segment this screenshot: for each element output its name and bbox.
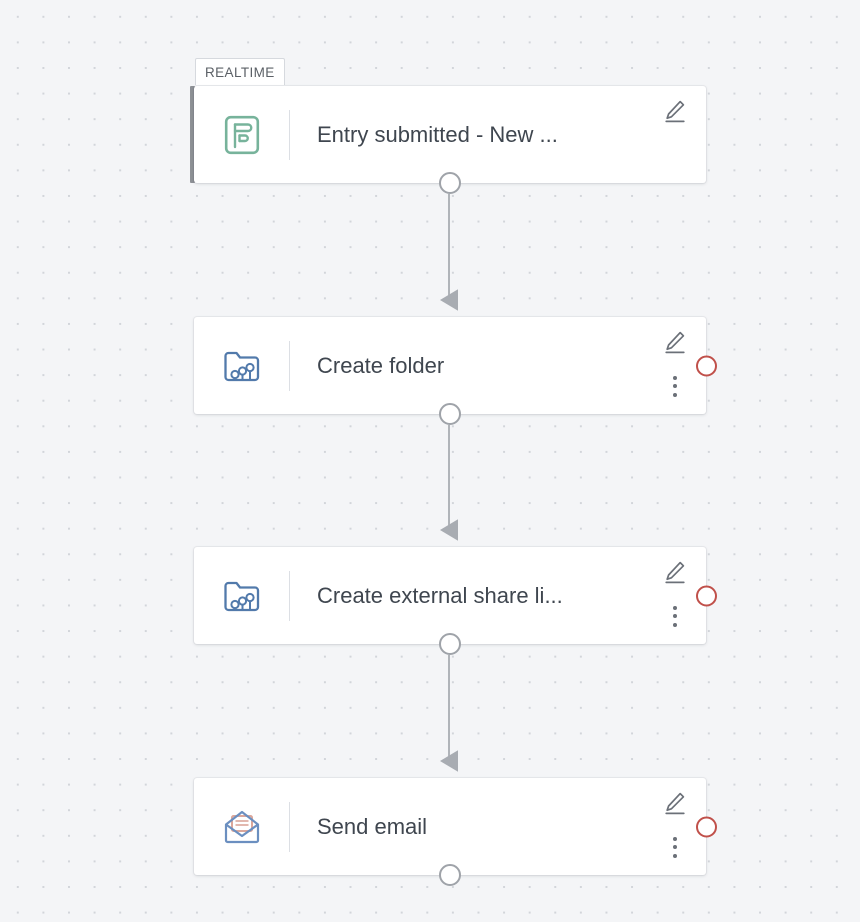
output-port[interactable] [439,172,461,194]
error-port[interactable] [696,585,717,606]
kebab-dot [673,836,677,841]
error-port[interactable] [696,355,717,376]
kebab-dot [673,853,677,858]
egnyte-folder-icon-container [194,547,290,644]
node-create-external-share-link[interactable]: Create external share li... [194,547,717,655]
node-title: Entry submitted - New ... [317,121,558,147]
pencil-icon [665,561,685,584]
node-title: Send email [317,813,428,839]
edit-icon[interactable] [662,329,688,355]
more-options-icon[interactable] [666,371,684,401]
output-port[interactable] [439,864,461,886]
kebab-dot [673,845,677,849]
node-entry-submitted[interactable]: Entry submitted - New ... [194,86,706,194]
open-envelope-icon [224,810,260,843]
edit-icon[interactable] [662,559,688,585]
more-options-icon[interactable] [666,832,684,862]
kebab-dot [673,392,677,397]
node-send-email[interactable]: Send email [194,778,717,886]
egnyte-folder-icon-container [194,317,290,414]
node-create-folder[interactable]: Create folder [194,317,717,425]
egnyte-folder-icon [224,581,260,611]
node-actions [634,317,706,414]
open-envelope-icon-container [194,778,290,875]
trigger-accent-bar [190,86,195,183]
node-actions [634,778,706,875]
error-port[interactable] [696,816,717,837]
edit-icon[interactable] [662,790,688,816]
realtime-badge: REALTIME [195,58,285,85]
node-title: Create folder [317,352,445,378]
edit-icon[interactable] [662,98,688,124]
pencil-icon [665,100,685,123]
kebab-dot [673,375,677,380]
output-port[interactable] [439,403,461,425]
egnyte-folder-icon [224,351,260,381]
output-port[interactable] [439,633,461,655]
kebab-dot [673,622,677,627]
more-options-icon[interactable] [666,601,684,631]
kebab-dot [673,614,677,618]
pencil-icon [665,331,685,354]
kebab-dot [673,384,677,388]
pencil-icon [665,792,685,815]
jotform-icon-container [194,86,290,183]
node-actions [634,86,706,183]
node-actions [634,547,706,644]
jotform-icon [224,115,260,154]
kebab-dot [673,605,677,610]
node-title: Create external share li... [317,582,563,608]
